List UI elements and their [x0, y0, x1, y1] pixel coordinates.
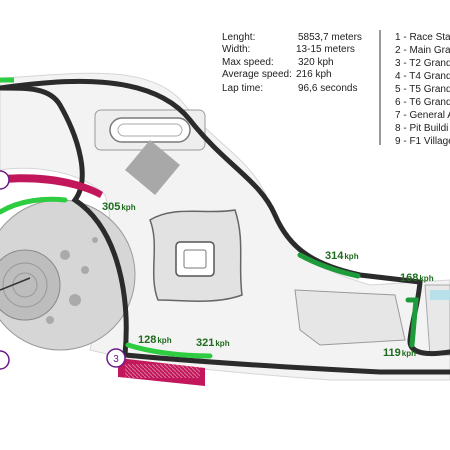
grandstand-t2-pattern [125, 364, 200, 378]
legend-item: 8 - Pit Buildi [395, 123, 448, 134]
avg-speed-label: Average speed: [222, 69, 292, 80]
legend-item: 2 - Main Gra [395, 45, 450, 56]
legend-item: 5 - T5 Grand [395, 84, 450, 95]
race-track-upper [0, 78, 423, 285]
speed-label-321: 321kph [196, 337, 230, 349]
speed-zone-128-321 [125, 342, 213, 359]
pit-area-outline [294, 289, 406, 346]
speed-label-128: 128kph [138, 334, 172, 346]
legend-item: 4 - T4 Grand [395, 71, 450, 82]
stadium-building [149, 209, 243, 302]
circuit-stats: Lenght: 5853,7 meters Width: 13-15 meter… [222, 32, 362, 94]
legend-item: 3 - T2 Grand [395, 58, 450, 69]
lap-time-value: 96,6 seconds [298, 83, 358, 94]
marker-left-lower [0, 350, 10, 370]
svg-text:168kph: 168kph [400, 272, 434, 284]
speed-label-168: 168kph [400, 272, 434, 284]
marker-left-upper [0, 170, 10, 190]
width-label: Width: [222, 44, 250, 55]
legend-item: 6 - T6 Grand [395, 97, 450, 108]
speed-label-305: 305kph [102, 201, 136, 213]
max-speed-label: Max speed: [222, 57, 274, 68]
speed-zone-305 [0, 196, 68, 215]
svg-text:314kph: 314kph [325, 250, 359, 262]
speed-zone-314 [297, 252, 361, 279]
race-track [0, 85, 450, 375]
oval-building [94, 109, 206, 151]
start-area [430, 290, 450, 300]
circular-island [0, 199, 136, 351]
marker-3 [106, 348, 126, 368]
grandstand-upper [5, 174, 103, 198]
width-value: 13-15 meters [296, 44, 355, 55]
speed-label-119: 119kph [383, 347, 416, 359]
avg-speed-value: 216 kph [296, 69, 332, 80]
marker-3-label: 3 [113, 354, 119, 365]
max-speed-value: 320 kph [298, 57, 334, 68]
legend-item: 7 - General A [395, 110, 450, 121]
svg-text:321kph: 321kph [196, 337, 230, 349]
lower-right-outline [424, 284, 450, 356]
speed-zone-168 [405, 297, 419, 348]
lap-time-label: Lap time: [222, 83, 263, 94]
legend-item: 1 - Race Sta [395, 32, 450, 43]
svg-text:305kph: 305kph [102, 201, 136, 213]
legend-item: 9 - F1 Village [395, 136, 450, 147]
legend: 1 - Race Sta 2 - Main Gra 3 - T2 Grand 4… [395, 32, 450, 147]
diamond-building [125, 140, 180, 195]
speed-label-314: 314kph [325, 250, 359, 262]
length-label: Lenght: [222, 32, 255, 43]
svg-text:128kph: 128kph [138, 334, 172, 346]
length-value: 5853,7 meters [298, 32, 362, 43]
svg-text:119kph: 119kph [383, 347, 416, 359]
